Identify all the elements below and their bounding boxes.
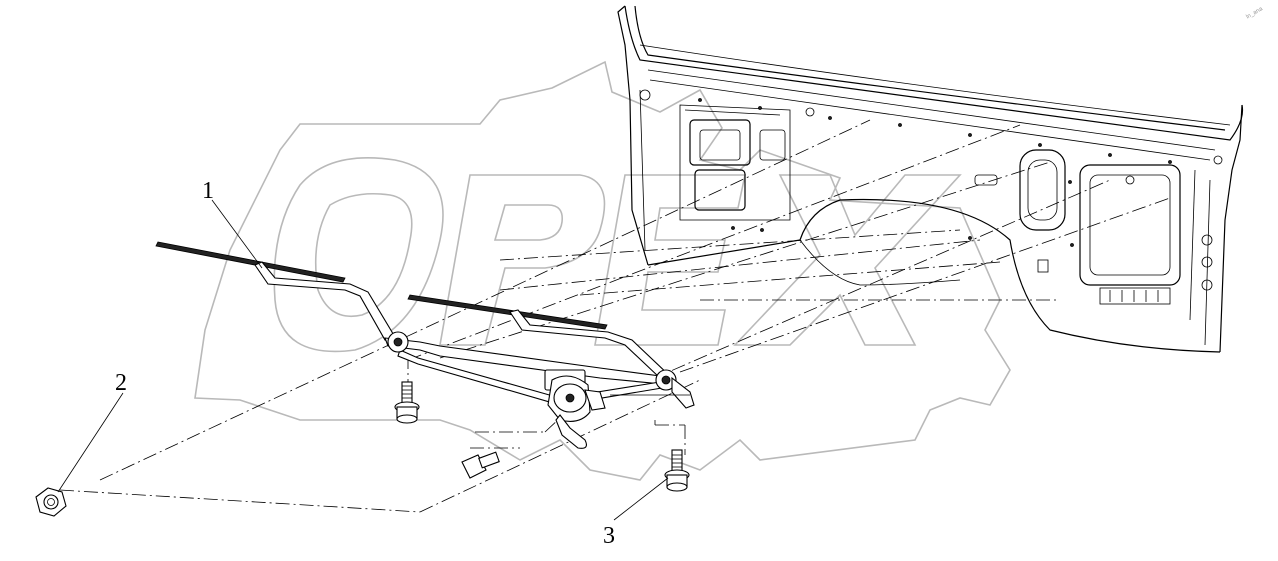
corner-mark: ln_ana — [1245, 6, 1264, 21]
panel-rivets — [698, 98, 1172, 247]
wiper-motor — [544, 369, 606, 449]
watermark-letter-x — [733, 174, 962, 346]
watermark-logo — [194, 60, 1011, 481]
callout-leaders — [57, 199, 669, 521]
wiper-blade-right — [407, 294, 608, 330]
watermark-letter-e — [594, 174, 746, 346]
bolt-left — [394, 381, 420, 424]
callout-3: 3 — [603, 523, 615, 549]
callout-1: 1 — [202, 178, 214, 204]
callout-2: 2 — [115, 370, 127, 396]
cowl-panel — [617, 5, 1244, 353]
bolt-right — [664, 449, 690, 492]
bolt-motor — [461, 451, 500, 479]
wiper-blade-left — [155, 241, 346, 283]
wiper-linkage — [384, 331, 695, 409]
wiper-left — [155, 241, 400, 346]
watermark-letter-o — [273, 157, 444, 353]
assembly-centerlines — [59, 119, 1171, 513]
nut — [35, 487, 67, 517]
watermark-letter-p — [439, 174, 606, 346]
watermark-gear — [194, 60, 1011, 481]
